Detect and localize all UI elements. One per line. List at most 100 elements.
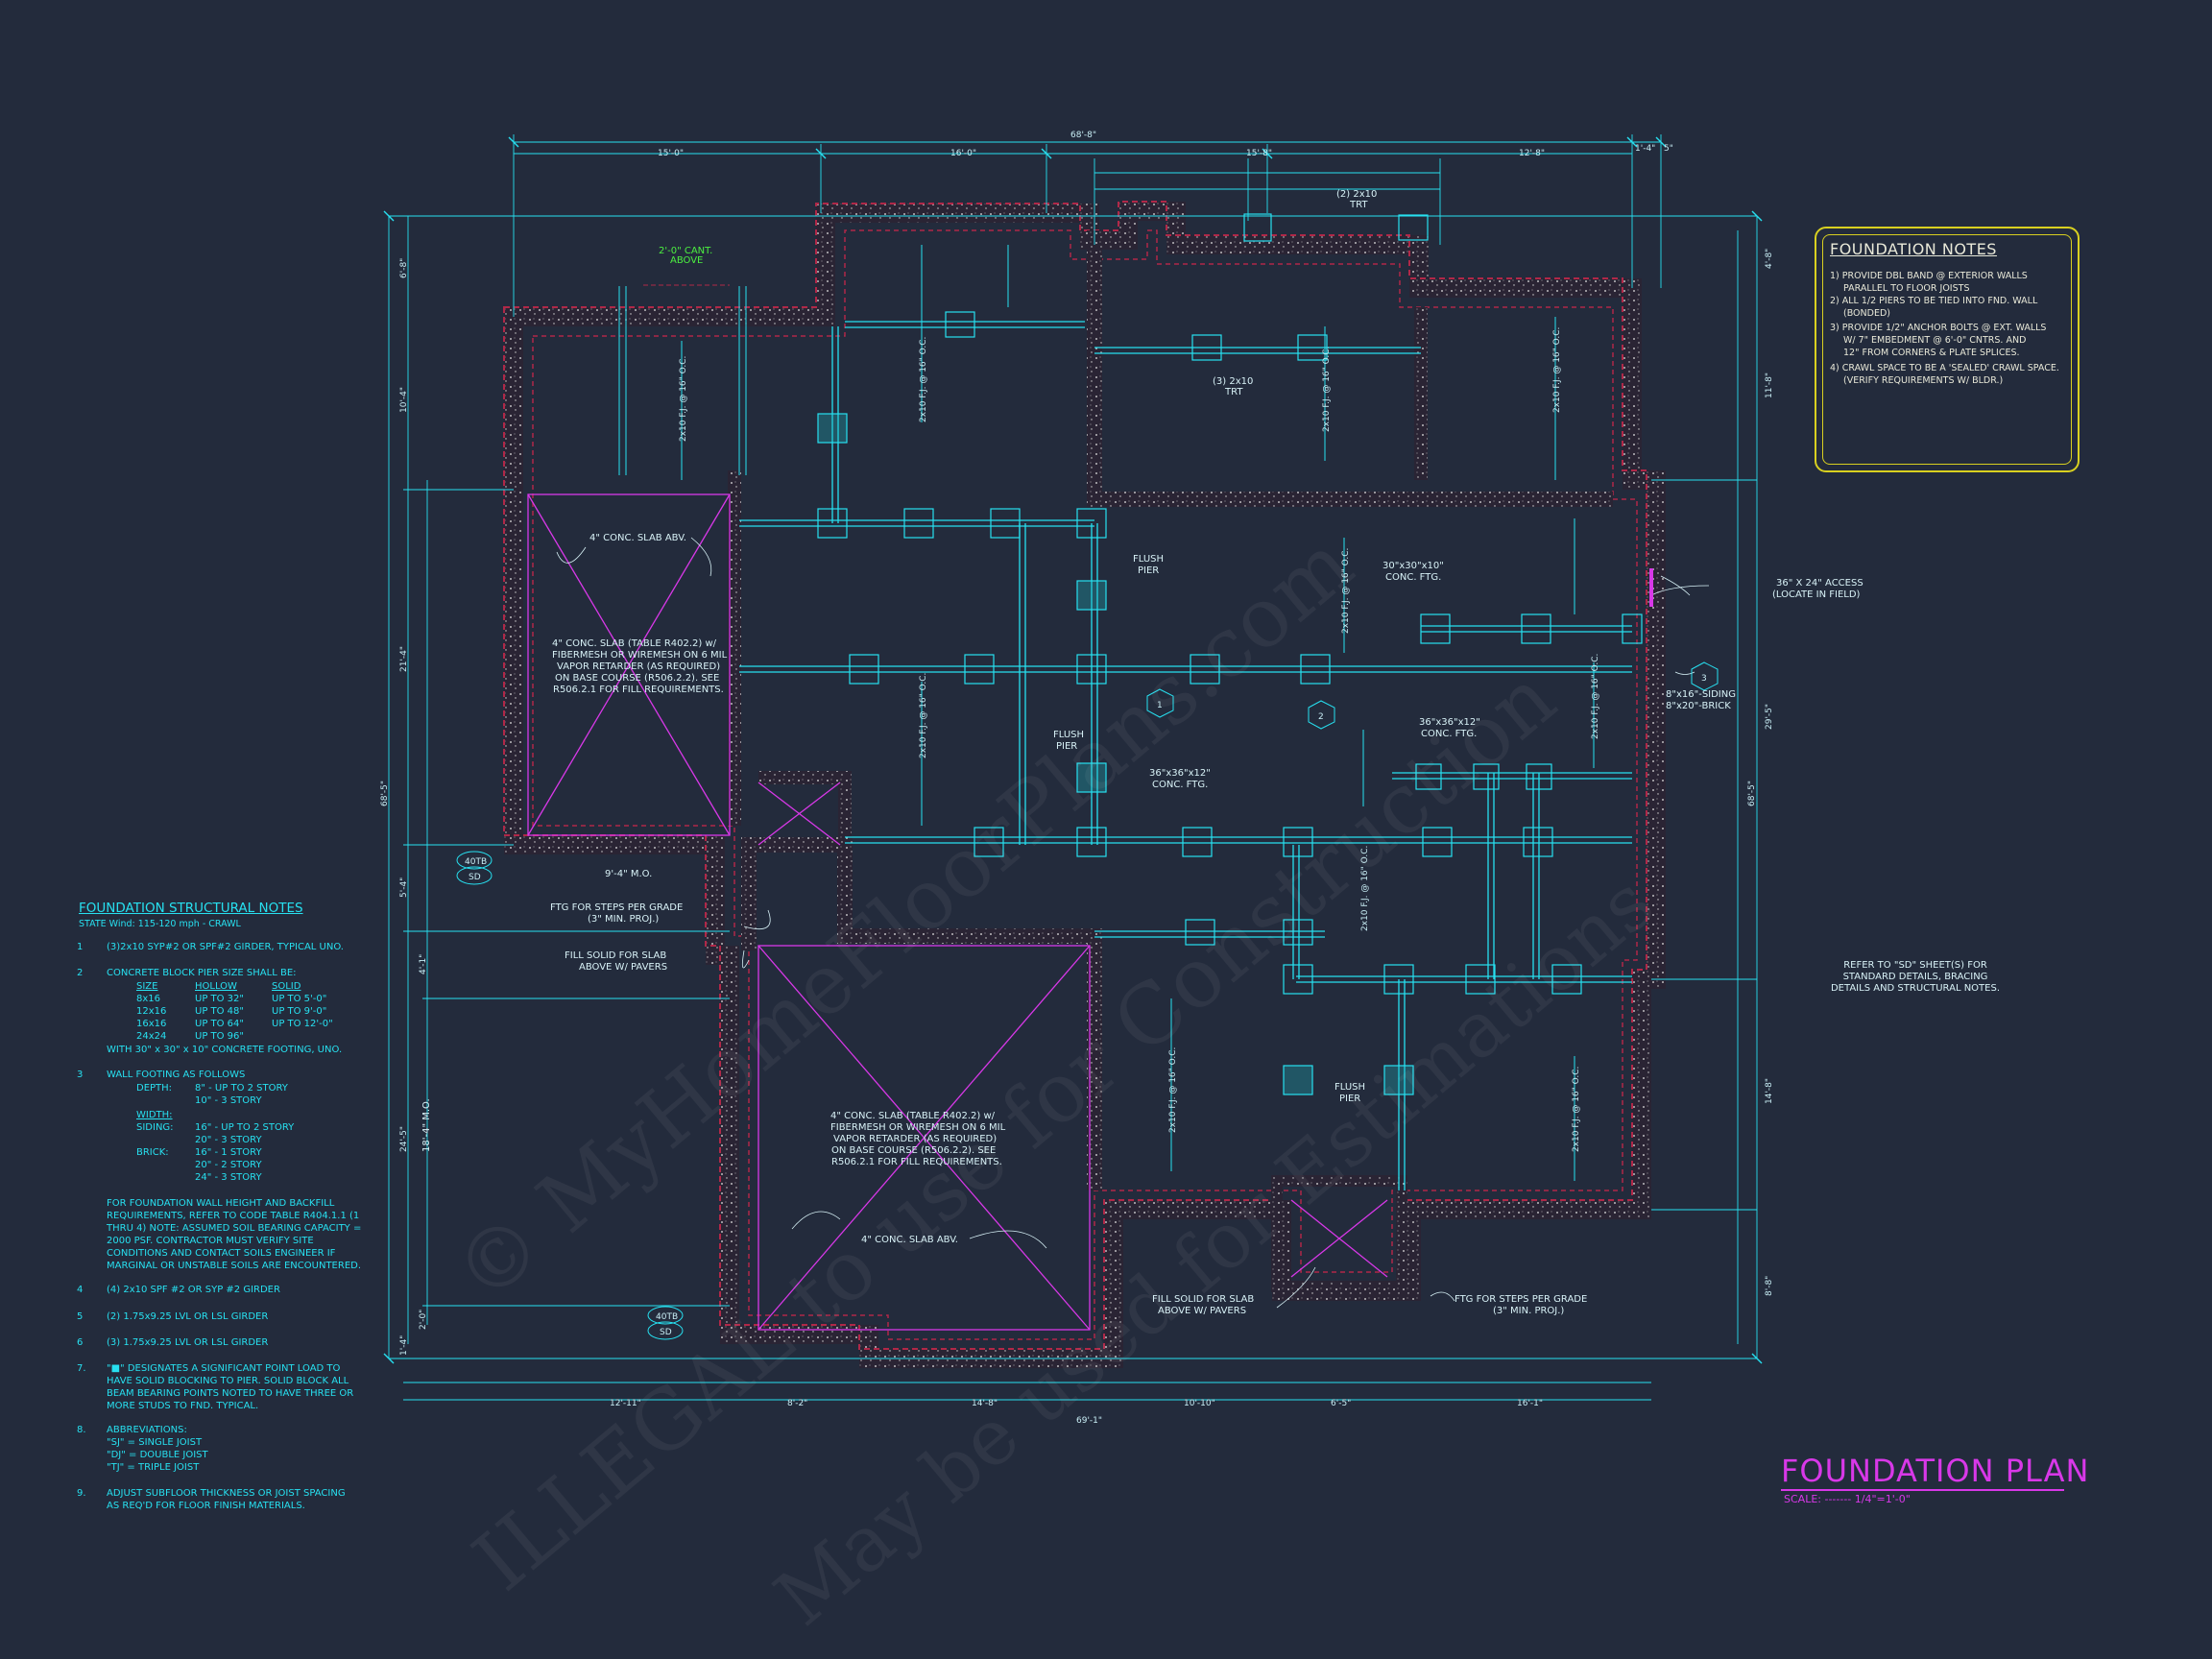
joist-label: 2x10 F.J. @ 16" O.C. [1552,327,1562,413]
soil-note-line: CONDITIONS AND CONTACT SOILS ENGINEER IF [107,1248,336,1259]
dim-right: 68'-5" [1747,781,1757,806]
mo-vertical-label: 18'-4" M.O. [421,1098,432,1152]
slab-abv-label-lower: 4" CONC. SLAB ABV. [861,1235,958,1245]
pier-table-cell: UP TO 48" [195,1006,245,1017]
dim-bottom: 12'-11" [610,1399,641,1408]
pier-table-header: SOLID [272,981,301,992]
trt-label: TRT [1224,387,1243,397]
dim-right: 8'-8" [1765,1276,1774,1296]
joist-label: 2x10 F.J. @ 16" O.C. [919,337,928,422]
flush-pier-label: FLUSH [1053,730,1084,740]
foundation-note-line: PARALLEL TO FLOOR JOISTS [1843,283,1970,294]
fill-solid-label: FILL SOLID FOR SLAB [1152,1294,1254,1305]
detail-ref-label: 40TB [465,857,487,867]
slab-note-line: 4" CONC. SLAB (TABLE R402.2) w/ [830,1111,996,1121]
pier-table-cell: 8x16 [136,994,161,1004]
steps-ftg-label: (3" MIN. PROJ.) [588,914,659,925]
joist-label: 2x10 F.J. @ 16" O.C. [1341,548,1351,634]
dim-left: 6'-8" [399,258,409,278]
brick-label: 8"x20"-BRICK [1666,701,1731,711]
slab-note-line: R506.2.1 FOR FILL REQUIREMENTS. [553,685,724,695]
flush-pier-label: FLUSH [1133,554,1164,565]
dim-right: 11'-8" [1765,373,1774,398]
footing-value: 8" - UP TO 2 STORY [195,1083,288,1094]
pier-table-cell: UP TO 64" [195,1019,245,1029]
note-text: CONCRETE BLOCK PIER SIZE SHALL BE: [107,968,297,978]
footing-value: 16" - 1 STORY [195,1147,262,1158]
soil-note-line: REQUIREMENTS, REFER TO CODE TABLE R404.1… [107,1211,360,1221]
soil-note-line: 2000 PSF. CONTRACTOR MUST VERIFY SITE [107,1236,314,1246]
dim-bottom: 16'-1" [1517,1399,1543,1408]
note-number: 4 [77,1285,84,1295]
slab-note-line: FIBERMESH OR WIREMESH ON 6 MIL [552,650,728,661]
access-label: 36" X 24" ACCESS [1776,578,1863,589]
pier-table-cell: 24x24 [136,1031,167,1042]
dim-left: 1'-4" [399,1335,409,1356]
ftg-30-label: CONC. FTG. [1385,572,1441,583]
dim-left: 21'-4" [399,646,409,672]
dim-bottom: 6'-5" [1331,1399,1351,1408]
note-text: ADJUST SUBFLOOR THICKNESS OR JOIST SPACI… [107,1488,346,1499]
note-number: 6 [77,1337,84,1348]
slab-note-line: FIBERMESH OR WIREMESH ON 6 MIL [830,1122,1006,1133]
structural-notes-subtitle: STATE Wind: 115-120 mph - CRAWL [79,919,241,929]
structural-notes-title: FOUNDATION STRUCTURAL NOTES [79,901,303,916]
dim-left: 24'-5" [399,1126,409,1152]
dimension-lines [388,134,1758,1401]
plan-text: 2'-0" CANT. ABOVE 4" CONC. SLAB ABV. 4" … [380,131,1863,1426]
foundation-note-line: W/ 7" EMBEDMENT @ 6'-0" CNTRS. AND [1843,335,2027,346]
dim-top: 68'-8" [1070,131,1096,140]
dim-bottom: 14'-8" [972,1399,998,1408]
dim-right: 4'-8" [1765,249,1774,269]
fill-solid-label: ABOVE W/ PAVERS [1158,1306,1246,1316]
note-number: 2 [77,968,84,978]
abbreviation-line: "DJ" = DOUBLE JOIST [107,1450,208,1460]
slab-areas [527,493,1388,1331]
foundation-note-line: 4) CRAWL SPACE TO BE A 'SEALED' CRAWL SP… [1830,363,2059,373]
dim-bottom: 69'-1" [1076,1416,1102,1426]
detail-ref-label: SD [469,873,481,882]
foundation-note-line: (VERIFY REQUIREMENTS W/ BLDR.) [1843,375,2004,386]
footing-value: 20" - 2 STORY [195,1160,262,1170]
dim-left: 2'-0" [419,1310,428,1330]
dim-left: 10'-4" [399,387,409,413]
flush-pier-label: PIER [1339,1094,1360,1104]
subfloor-note-line: AS REQ'D FOR FLOOR FINISH MATERIALS. [107,1501,305,1511]
dim-bottom: 8'-2" [787,1399,807,1408]
note-number: 5 [77,1311,84,1322]
footing-value: 20" - 3 STORY [195,1135,262,1145]
note-text: (3) 1.75x9.25 LVL OR LSL GIRDER [107,1337,269,1348]
footing-value: 10" - 3 STORY [195,1095,262,1106]
note-text: ABBREVIATIONS: [107,1425,187,1435]
ftg-36-label: CONC. FTG. [1421,729,1477,739]
steps-ftg-label: FTG FOR STEPS PER GRADE [550,902,683,913]
pier-table-footnote: WITH 30" x 30" x 10" CONCRETE FOOTING, U… [107,1045,343,1055]
dim-ticks [383,136,1763,1364]
slab-note-line: 4" CONC. SLAB (TABLE R402.2) w/ [552,638,717,649]
leaders [556,537,1710,1309]
note-text: "■" DESIGNATES A SIGNIFICANT POINT LOAD … [107,1363,341,1374]
steps-ftg-label: FTG FOR STEPS PER GRADE [1455,1294,1587,1305]
detail-ref-label: SD [660,1328,672,1337]
footing-label: DEPTH: [136,1083,173,1094]
pier-table-cell: UP TO 12'-0" [272,1019,333,1029]
dim-top: 15'-0" [658,149,684,158]
joist-label: 2x10 F.J. @ 16" O.C. [919,673,928,758]
foundation-notes-title: FOUNDATION NOTES [1830,240,1997,258]
foundation-note-line: 1) PROVIDE DBL BAND @ EXTERIOR WALLS [1830,271,2028,281]
piers [817,213,1643,1095]
steps-ftg-label: (3" MIN. PROJ.) [1493,1306,1564,1316]
refer-note-line: DETAILS AND STRUCTURAL NOTES. [1830,983,2000,994]
fill-solid-label: ABOVE W/ PAVERS [579,962,667,973]
ftg-36-label: CONC. FTG. [1152,780,1208,790]
joist-label: 2x10 F.J. @ 16" O.C. [1572,1067,1581,1152]
point-load-line: BEAM BEARING POINTS NOTED TO HAVE THREE … [107,1388,354,1399]
dim-right: 29'-5" [1765,704,1774,730]
dim-top: 12'-8" [1519,149,1545,158]
foundation-notes-box: FOUNDATION NOTES 1) PROVIDE DBL BAND @ E… [1815,227,2080,472]
foundation-wall [503,201,1666,1368]
dim-top: 1'-4" [1635,144,1655,154]
slab-note-line: ON BASE COURSE (R506.2.2). SEE [555,673,719,684]
slab-note-line: VAPOR RETARDER (AS REQUIRED) [833,1134,997,1144]
drawing-title: FOUNDATION PLAN [1781,1453,2090,1489]
